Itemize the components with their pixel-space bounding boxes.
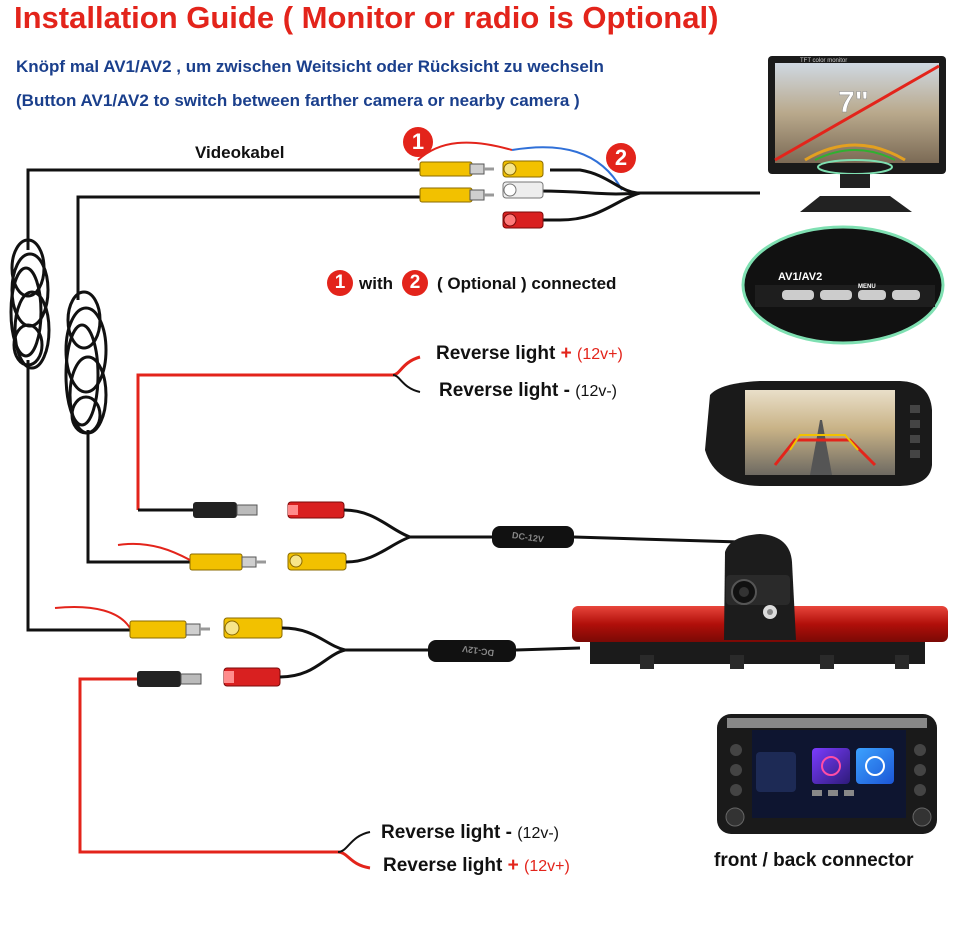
reverse-light-sign: - (505, 822, 512, 843)
reverse-light-label: Reverse light (436, 343, 556, 364)
menu-button-label: MENU (858, 284, 876, 290)
reverse-light-sign: + (560, 343, 572, 364)
video-cable-2-lower (86, 430, 190, 564)
monitor-screen-text: 7" (838, 86, 869, 119)
camera1-cable-to-cam (573, 535, 741, 544)
subtitle-german: Knöpf mal AV1/AV2 , um zwischen Weitsich… (16, 57, 604, 76)
rca-jack-red-top (502, 211, 544, 229)
camera1-cable (343, 508, 492, 564)
badge-one: 1 (403, 127, 433, 157)
video-cable-1-lower (26, 360, 130, 632)
av-button-zoom: AV1/AV2 MENU (741, 225, 945, 345)
rca-pair-join (539, 189, 641, 196)
video-cable-2 (540, 191, 641, 222)
red-trigger-wire-mid (117, 542, 191, 561)
coiled-cable-right (64, 290, 108, 435)
reverse-light-bottom-negative: Reverse light - (12v-) (381, 822, 559, 844)
rca-plug-yellow-left-1 (189, 553, 266, 571)
dc-socket-red-1 (287, 501, 345, 519)
mirror-monitor (705, 381, 932, 486)
note-badge-two: 2 (402, 270, 428, 296)
page-title: Installation Guide ( Monitor or radio is… (14, 0, 719, 35)
subtitle-english: (Button AV1/AV2 to switch between farthe… (16, 91, 580, 110)
reverse-light-label: Reverse light (383, 855, 503, 876)
note-badge-one: 1 (327, 270, 353, 296)
dc-plug-1 (193, 502, 258, 518)
brake-light-camera (572, 534, 948, 669)
dc-plug-2 (137, 671, 202, 687)
reverse-light-label: Reverse light (439, 380, 559, 401)
reverse-wire-bottom-neg (337, 831, 371, 853)
rca-plug-yellow-2 (419, 187, 494, 203)
car-radio (717, 714, 937, 834)
module-label-1: DC-12V (511, 530, 544, 544)
dc12v-module-2: DC-12V (428, 640, 516, 662)
dc12v-module-1: DC-12V (492, 526, 574, 548)
video-cable-1 (26, 168, 760, 250)
videokabel-label: Videokabel (195, 143, 285, 162)
reverse-light-top-negative: Reverse light - (12v-) (439, 380, 617, 402)
rca-plug-yellow-left-2 (129, 620, 210, 639)
note-suffix: ( Optional ) connected (437, 274, 617, 293)
note-with: with (359, 274, 393, 293)
dc-socket-red-2 (223, 667, 281, 687)
reverse-light-voltage: (12v-) (517, 825, 559, 842)
av-button-label: AV1/AV2 (778, 271, 822, 283)
radio-caption: front / back connector (714, 850, 914, 871)
reverse-light-voltage: (12v+) (577, 346, 623, 363)
camera2-cable-to-lamp (515, 646, 581, 652)
rca-plug-yellow-1 (419, 161, 494, 177)
rca-jack-yellow-mid (287, 552, 347, 571)
reverse-light-bottom-positive: Reverse light + (12v+) (383, 855, 570, 877)
reverse-light-sign: - (563, 380, 570, 401)
reverse-light-voltage: (12v-) (575, 383, 617, 400)
reverse-wire-top (136, 355, 421, 510)
rca-jack-yellow-low (223, 617, 283, 639)
reverse-light-label: Reverse light (381, 822, 501, 843)
reverse-light-top-positive: Reverse light + (12v+) (436, 343, 623, 365)
camera2-cable (279, 626, 428, 679)
reverse-wire-bottom (78, 677, 371, 870)
reverse-light-sign: + (507, 855, 519, 876)
badge-two: 2 (606, 143, 636, 173)
reverse-wire-top-neg (392, 374, 421, 393)
reverse-light-voltage: (12v+) (524, 858, 570, 875)
monitor-7-inch: 7" TFT color monitor (768, 56, 946, 212)
red-trigger-wire-low (54, 606, 131, 629)
rca-jack-yellow-top (502, 160, 544, 178)
module-label-2: DC-12V (462, 644, 495, 658)
coiled-cable-left (9, 238, 51, 370)
monitor-brand: TFT color monitor (800, 58, 847, 64)
rca-jack-white-top (502, 181, 544, 199)
